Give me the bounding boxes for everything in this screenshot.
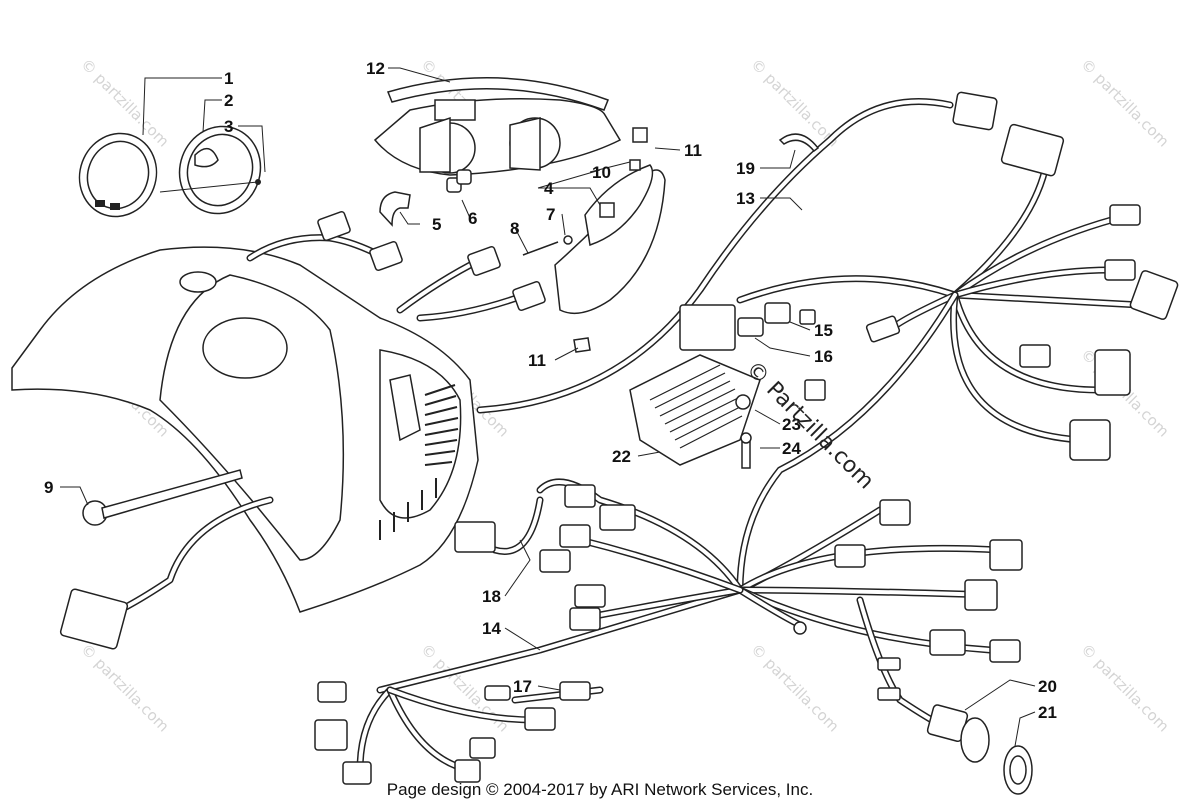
small-hardware <box>82 127 648 526</box>
callout-10: 10 <box>592 163 611 182</box>
diagnostic-connector <box>59 496 274 650</box>
callout-labels: 1 2 3 4 5 6 7 8 9 10 11 11 12 13 14 15 1… <box>44 59 1057 722</box>
callout-17: 17 <box>513 677 532 696</box>
callout-22: 22 <box>612 447 631 466</box>
callout-21: 21 <box>1038 703 1057 722</box>
callout-20: 20 <box>1038 677 1057 696</box>
callout-14: 14 <box>482 619 501 638</box>
callout-13: 13 <box>736 189 755 208</box>
callout-11a: 11 <box>684 141 702 160</box>
callout-9: 9 <box>44 478 53 497</box>
callout-19: 19 <box>736 159 755 178</box>
voltage-regulator <box>629 354 761 469</box>
lock-ring <box>778 133 820 153</box>
callout-2: 2 <box>224 91 233 110</box>
secondary-wiring-harness <box>314 478 1023 785</box>
callout-7: 7 <box>546 205 555 224</box>
headlight-sub-harness <box>246 210 546 322</box>
callout-8: 8 <box>510 219 519 238</box>
speedometer-gauge <box>78 132 158 218</box>
watermark: © partzilla.com <box>1077 55 1172 150</box>
callout-6: 6 <box>468 209 477 228</box>
callout-18: 18 <box>482 587 501 606</box>
gauge-bezel <box>159 125 262 215</box>
callout-24: 24 <box>782 439 801 458</box>
callout-5: 5 <box>432 215 441 234</box>
relay-15 <box>679 302 826 401</box>
callout-1: 1 <box>224 69 233 88</box>
page-footer: Page design © 2004-2017 by ARI Network S… <box>386 780 814 799</box>
connector-18 <box>454 496 544 555</box>
callout-15: 15 <box>814 321 833 340</box>
headlight-housing <box>373 98 666 315</box>
callout-23: 23 <box>782 415 801 434</box>
center-watermark: © Partzilla.com <box>741 357 879 495</box>
cable-17 <box>511 681 604 704</box>
callout-16: 16 <box>814 347 833 366</box>
main-wiring-harness <box>476 91 1179 594</box>
watermark: © partzilla.com <box>1077 640 1172 735</box>
watermark: © partzilla.com <box>747 640 842 735</box>
leader-lines <box>60 67 1036 747</box>
callout-11b: 11 <box>528 351 546 370</box>
callout-3: 3 <box>224 117 233 136</box>
callout-12: 12 <box>366 59 385 78</box>
headlight-pod <box>11 246 479 613</box>
callout-4: 4 <box>544 179 554 198</box>
trim-strip <box>386 77 609 111</box>
ignition-switch <box>926 704 1033 795</box>
watermark: © partzilla.com <box>77 640 172 735</box>
